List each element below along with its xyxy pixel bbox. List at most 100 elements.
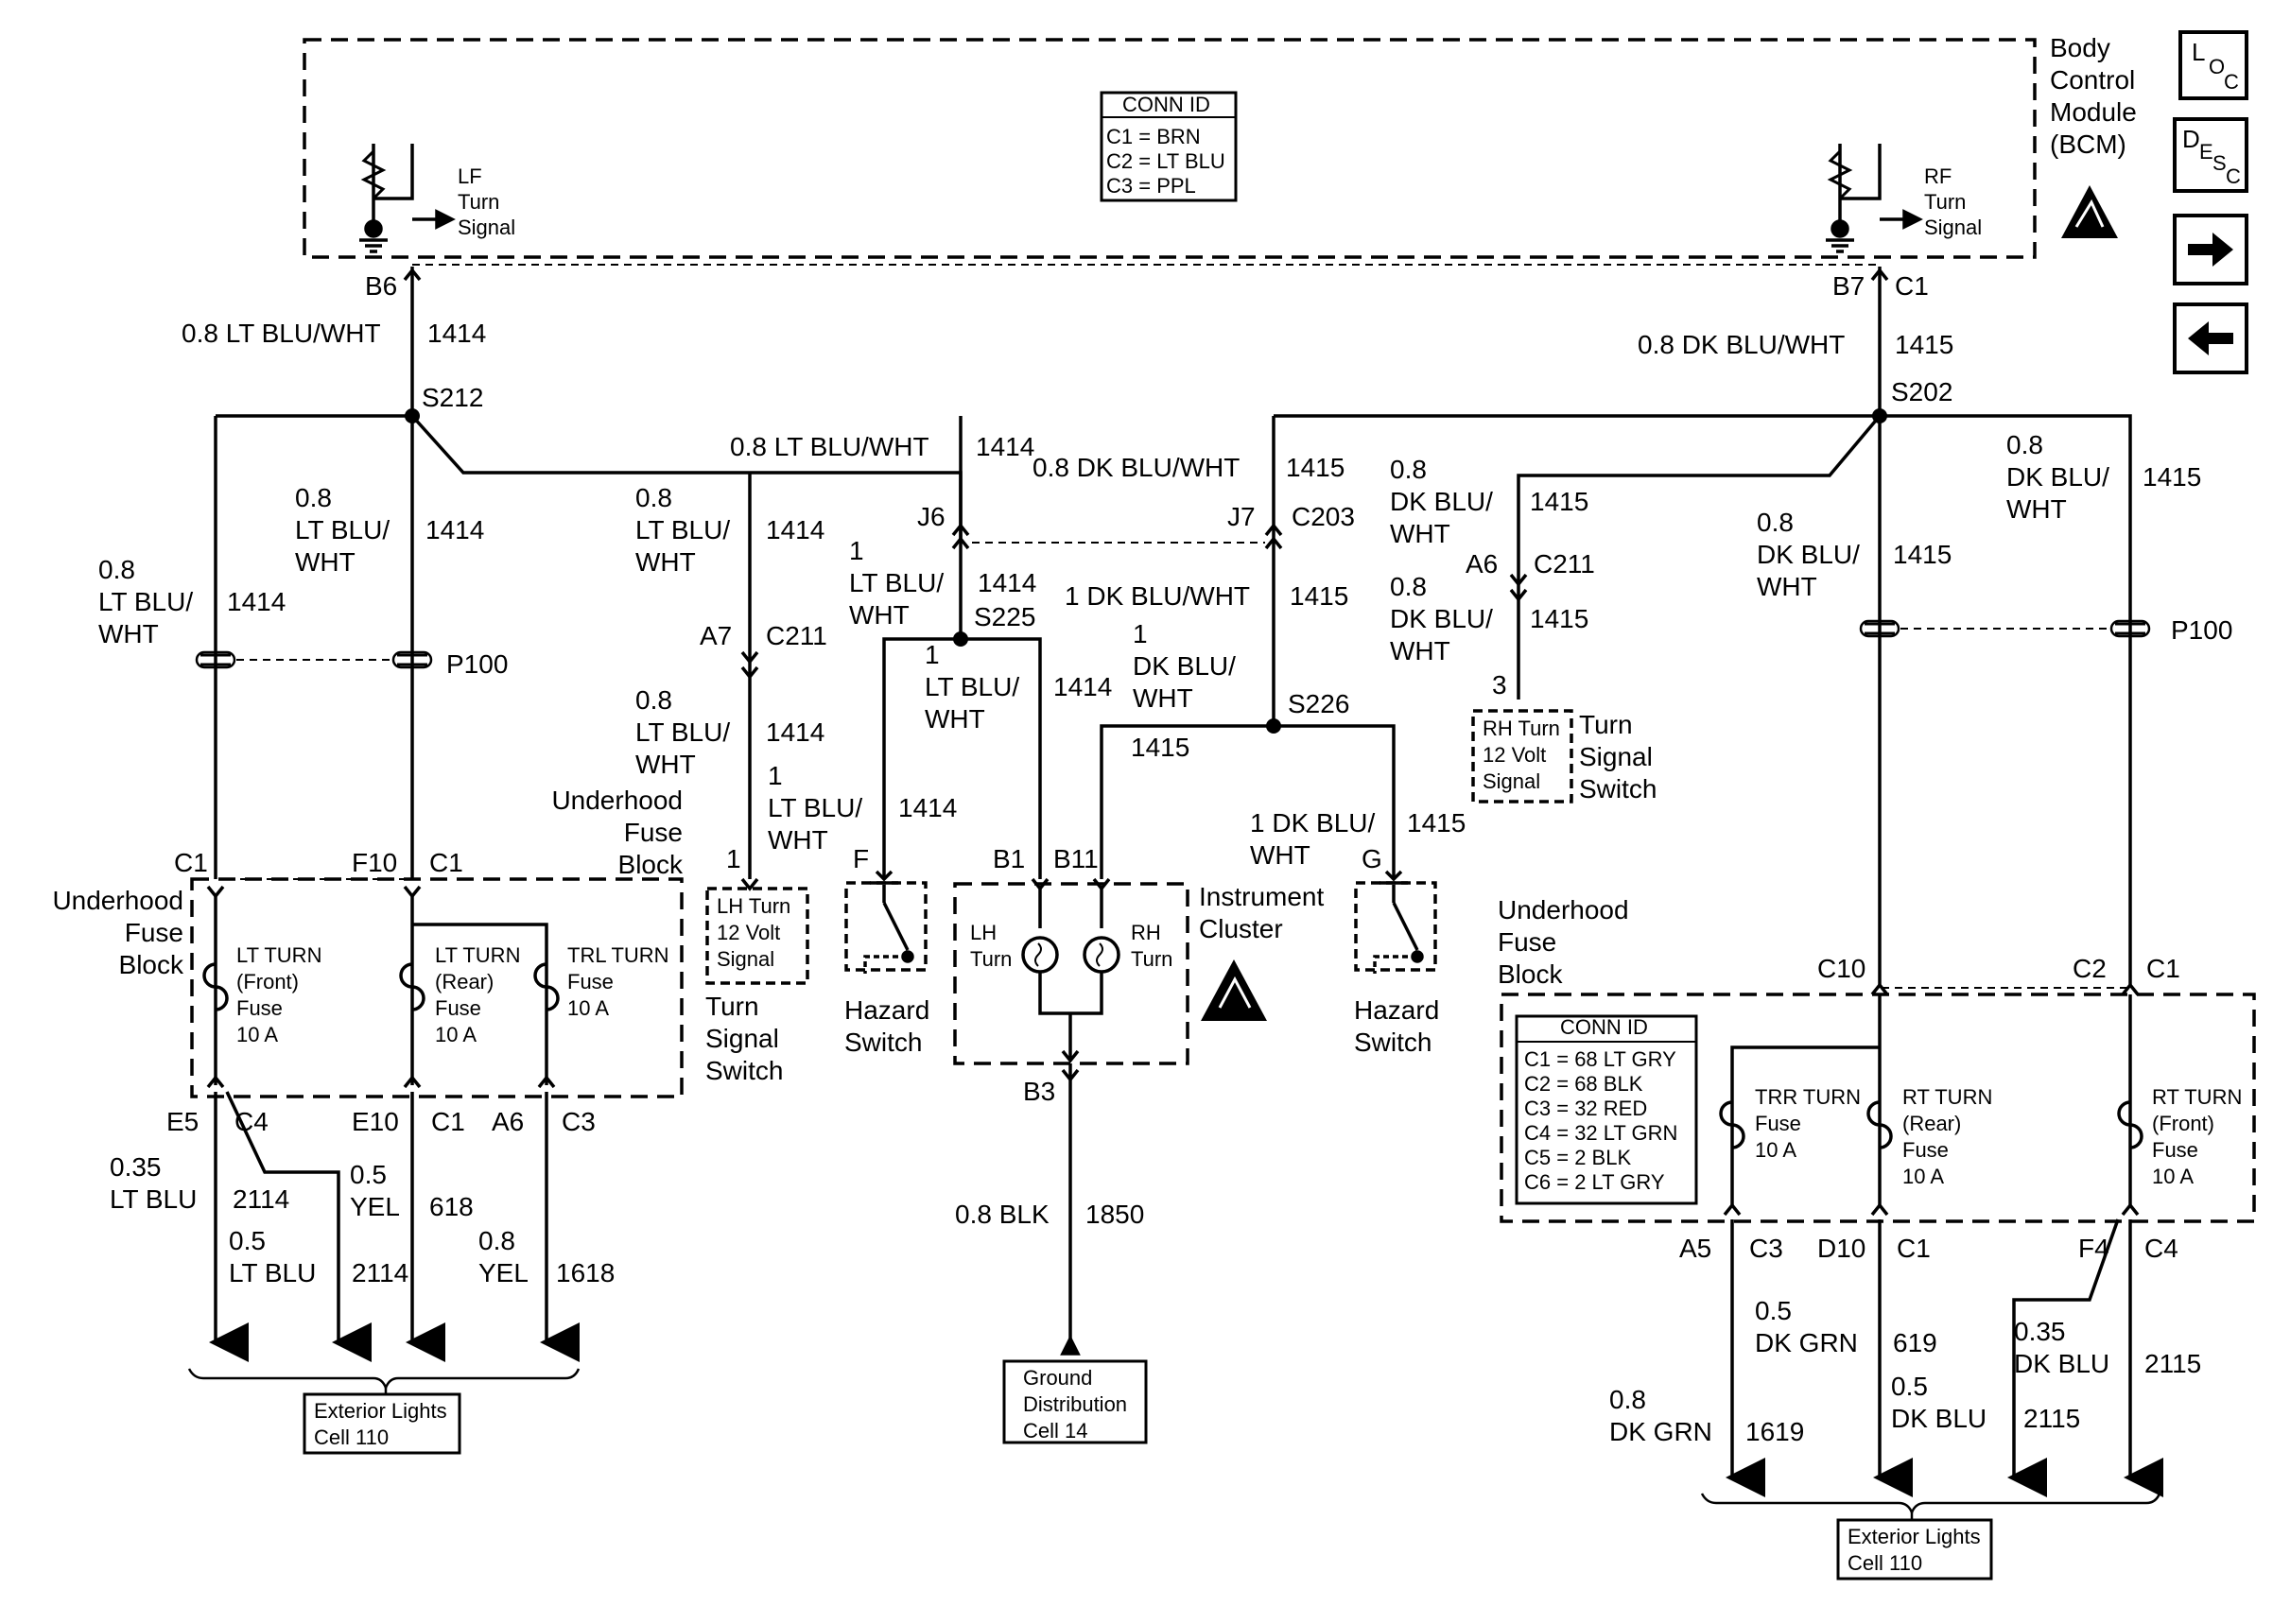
wire-label: 1	[768, 761, 783, 790]
wire-label: 0.8	[1390, 572, 1427, 601]
arrow-right-icon	[2188, 233, 2233, 267]
fuse-block-label: Underhood	[52, 886, 183, 915]
splice-label-s225: S225	[974, 602, 1035, 631]
previous-page-button[interactable]	[2173, 302, 2248, 374]
wire-label: DK GRN	[1755, 1328, 1858, 1357]
circuit-number: 1414	[766, 717, 824, 747]
rf-signal-label: RF	[1924, 164, 1952, 188]
connector-pin-j6: J6	[917, 502, 946, 531]
bcm-connid-line: C2 = LT BLU	[1106, 149, 1225, 173]
connector-pin: B1	[993, 844, 1025, 873]
location-button[interactable]: L O C	[2178, 30, 2248, 100]
connector-pin: F10	[352, 848, 397, 877]
wire-label: 0.8	[1390, 455, 1427, 484]
circuit-number: 619	[1893, 1328, 1937, 1357]
lf-signal-label: Signal	[458, 216, 515, 239]
splice-label-s202: S202	[1891, 377, 1952, 406]
circuit-number: 1850	[1085, 1200, 1144, 1229]
instrument-cluster-label: Instrument	[1199, 882, 1324, 911]
circuit-number: 1415	[1530, 487, 1588, 516]
connector-pin: C3	[562, 1107, 596, 1136]
wire-label: 0.8	[478, 1226, 515, 1255]
fuse-label: LT TURN	[236, 943, 321, 967]
bcm-connid-line: C3 = PPL	[1106, 174, 1196, 198]
connector-pin-j7: J7	[1227, 502, 1256, 531]
wire-label: 0.5	[229, 1226, 266, 1255]
wire-label: WHT	[98, 619, 159, 648]
fuse-label: Fuse	[567, 970, 614, 993]
fuse-label: 10 A	[236, 1023, 278, 1046]
fuse-label: RT TURN	[2152, 1085, 2242, 1109]
turn-signal-switch-label: Signal	[1579, 742, 1653, 771]
wire-label: WHT	[1250, 840, 1310, 870]
pin-label: 1	[726, 844, 741, 873]
circuit-number: 2115	[2144, 1349, 2201, 1378]
wire-label: WHT	[1757, 572, 1817, 601]
fuse-connid-line: C4 = 32 LT GRN	[1524, 1121, 1677, 1145]
circuit-number: 1414	[976, 432, 1034, 461]
connector-pin: C3	[1749, 1234, 1783, 1263]
fuse-block-label: Block	[618, 850, 684, 879]
rf-signal-label: Turn	[1924, 190, 1966, 214]
next-page-button[interactable]	[2173, 214, 2248, 285]
wire-label: LT BLU/	[768, 793, 862, 822]
rh-turn-indicator-label: RH	[1131, 921, 1161, 944]
wire-label: WHT	[635, 750, 696, 779]
ground-distribution-ref: Distribution	[1023, 1392, 1127, 1416]
fuse-label: 10 A	[1755, 1138, 1796, 1162]
wiring-lines	[187, 38, 2256, 1581]
fuse-label: (Front)	[2152, 1112, 2214, 1135]
description-button[interactable]: D E S C	[2173, 117, 2248, 193]
hazard-switch-label: Switch	[844, 1028, 922, 1057]
connector-pin: C1	[1897, 1234, 1931, 1263]
wire-label: DK BLU	[1891, 1404, 1987, 1433]
fuse-connid-header: CONN ID	[1560, 1015, 1648, 1039]
connector-pin-a6: A6	[1466, 549, 1498, 579]
connector-pin: F4	[2078, 1234, 2109, 1263]
circuit-number: 2115	[2023, 1404, 2080, 1433]
desc-letter: E	[2199, 140, 2213, 164]
fuse-block-label: Underhood	[1498, 895, 1629, 924]
fuse-block-label: Block	[1498, 959, 1563, 989]
wire-label: 0.8	[635, 685, 672, 715]
connector-pin: E5	[166, 1107, 199, 1136]
desc-letter: S	[2212, 151, 2227, 175]
circuit-number: 1415	[1893, 540, 1952, 569]
lh-turn-box-label: Signal	[717, 947, 774, 971]
wire-label: WHT	[768, 825, 828, 855]
fuse-label: 10 A	[567, 996, 609, 1020]
fuse-label: 10 A	[2152, 1165, 2194, 1188]
instrument-cluster-label: Cluster	[1199, 914, 1283, 943]
circuit-number: 1415	[1530, 604, 1588, 633]
wire-label: 0.5	[350, 1160, 387, 1189]
fuse-label: RT TURN	[1902, 1085, 1992, 1109]
wire-label: WHT	[849, 600, 910, 630]
fuse-label: 10 A	[435, 1023, 477, 1046]
fuse-block-label: Fuse	[1498, 927, 1556, 957]
connector-pin: C10	[1817, 954, 1865, 983]
lh-turn-box-label: LH Turn	[717, 894, 790, 918]
wire-label: LT BLU	[229, 1258, 316, 1287]
connector-label-p100: P100	[2171, 615, 2232, 645]
lh-turn-indicator-label: LH	[970, 921, 997, 944]
rh-turn-indicator-label: Turn	[1131, 947, 1172, 971]
connector-pin: E10	[352, 1107, 399, 1136]
wire-label: 0.8 LT BLU/WHT	[182, 319, 381, 348]
rf-signal-label: Signal	[1924, 216, 1982, 239]
connector-pin: B3	[1023, 1077, 1055, 1106]
fuse-label: LT TURN	[435, 943, 520, 967]
circuit-number: 1414	[227, 587, 286, 616]
esd-symbol-cluster	[1201, 959, 1267, 1021]
wire-label: LT BLU/	[925, 672, 1019, 701]
fuse-connid-line: C6 = 2 LT GRY	[1524, 1170, 1665, 1194]
circuit-number: 1414	[978, 568, 1036, 597]
wire-label: 0.8 DK BLU/WHT	[1638, 330, 1845, 359]
turn-signal-switch-label: Signal	[705, 1024, 779, 1053]
fuse-label: TRL TURN	[567, 943, 669, 967]
bcm-title-3: Module	[2050, 97, 2137, 127]
connector-pin: C1	[431, 1107, 465, 1136]
connector-pin: C1	[2146, 954, 2180, 983]
rh-turn-box-label: RH Turn	[1483, 717, 1560, 740]
connector-pin: C4	[234, 1107, 269, 1136]
